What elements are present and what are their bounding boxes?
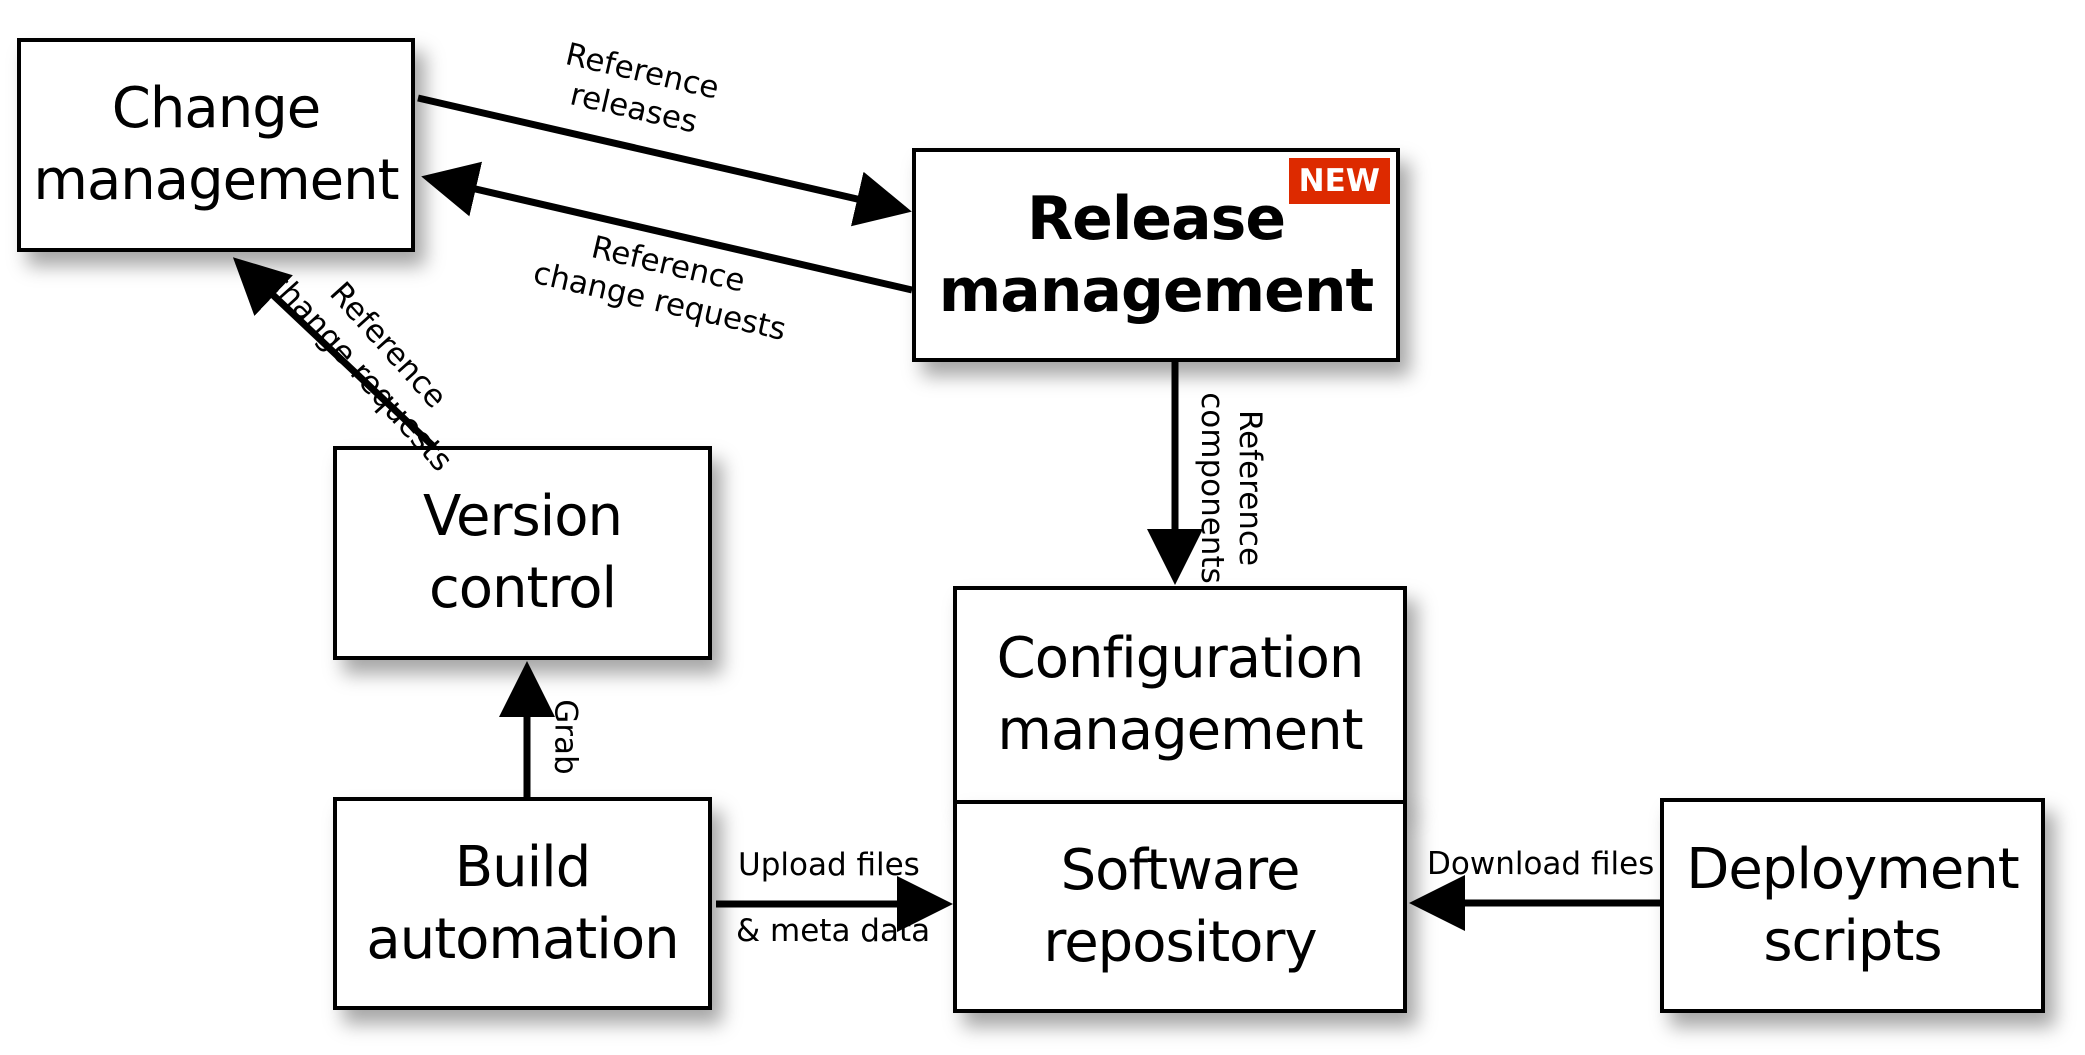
node-software-repository: Software repository xyxy=(953,800,1407,1013)
edge-label-line: components xyxy=(1193,392,1230,584)
node-label-line: repository xyxy=(1043,909,1317,975)
edge-cm-to-rm xyxy=(417,94,912,227)
edge-vc-to-cm xyxy=(232,257,436,449)
node-label-line: management xyxy=(938,256,1374,326)
node-deployment-scripts: Deployment scripts xyxy=(1660,798,2045,1013)
node-label-line: Software xyxy=(1060,837,1301,903)
node-label-line: control xyxy=(428,556,617,621)
node-label-line: Version xyxy=(423,484,623,549)
node-change-management: Change management xyxy=(17,38,415,252)
edge-label-reference-components: Reference components xyxy=(1193,392,1269,584)
node-version-control: Version control xyxy=(333,446,712,660)
node-label-line: Build xyxy=(454,834,592,900)
node-label-line: automation xyxy=(366,906,679,972)
edge-label-upload-files: Upload files xyxy=(738,846,920,884)
node-label-line: Configuration xyxy=(996,626,1365,691)
node-label-line: Deployment xyxy=(1686,836,2020,902)
node-label-line: scripts xyxy=(1763,908,1942,974)
edge-label-line: Upload files xyxy=(738,847,920,883)
edge-label-meta-data: & meta data xyxy=(736,912,930,950)
node-configuration-management: Configuration management xyxy=(953,586,1407,804)
node-label-line: management xyxy=(997,698,1363,763)
node-build-automation: Build automation xyxy=(333,797,712,1010)
node-label-line: management xyxy=(33,148,399,213)
edge-label-line: Reference xyxy=(1231,409,1268,567)
edge-rm-to-cm xyxy=(421,161,913,294)
new-badge: NEW xyxy=(1288,158,1390,204)
node-release-management: NEW Release management xyxy=(912,148,1400,362)
node-label-line: Change xyxy=(111,76,321,141)
node-label-line: Release xyxy=(1026,184,1286,254)
edge-label-grab: Grab xyxy=(547,699,585,774)
edge-label-line: Download files xyxy=(1427,846,1655,882)
edge-label-download-files: Download files xyxy=(1427,845,1654,883)
edge-label-line: & meta data xyxy=(736,913,931,949)
edge-label-line: Grab xyxy=(547,699,584,775)
